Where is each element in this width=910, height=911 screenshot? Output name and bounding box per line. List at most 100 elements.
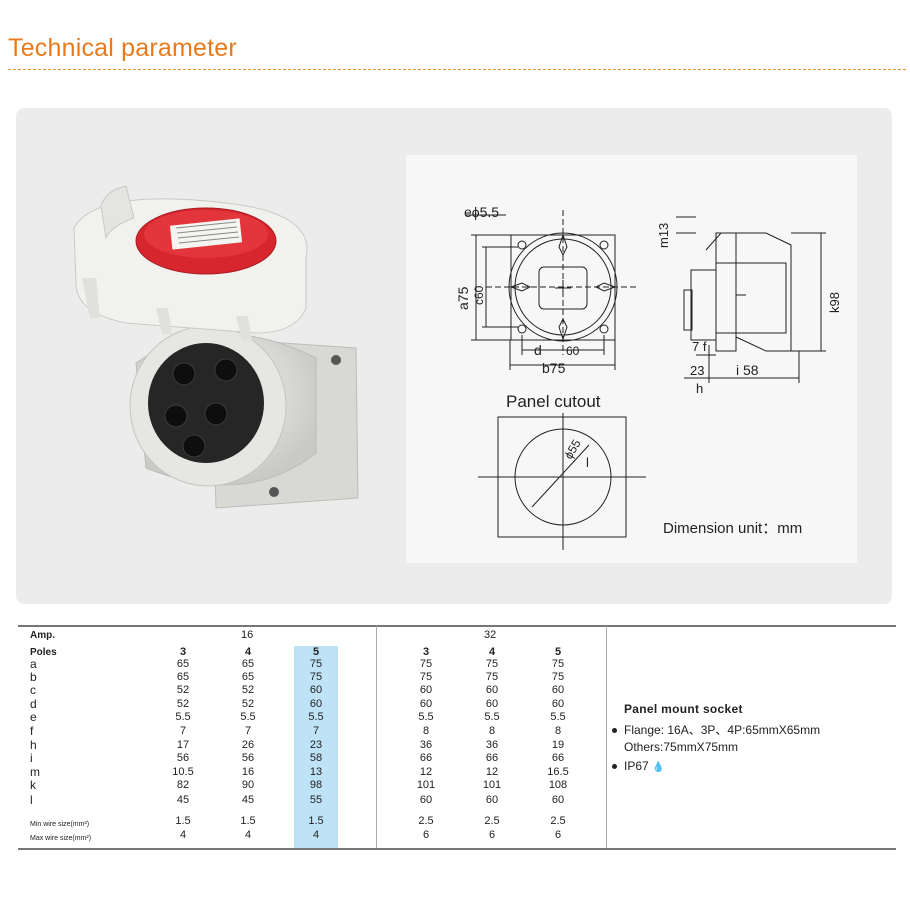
- table-cell: 56: [176, 752, 190, 764]
- pole-header: 4: [244, 646, 252, 658]
- table-cell: 16.5: [547, 766, 569, 778]
- table-cell: 52: [241, 684, 255, 696]
- pole-header: 4: [488, 646, 496, 658]
- poles-label: Poles: [30, 647, 57, 658]
- table-cell: 12: [485, 766, 499, 778]
- table-cell: 8: [488, 725, 496, 737]
- table-cell: 12: [419, 766, 433, 778]
- table-cell: 5.5: [240, 711, 256, 723]
- table-cell: 60: [419, 698, 433, 710]
- table-cell: 65: [241, 671, 255, 683]
- table-cell: 10.5: [172, 766, 194, 778]
- table-cell: 16: [241, 766, 255, 778]
- dim-a: a75: [455, 286, 471, 310]
- spec-block: Panel mount socket Flange: 16A、3P、4P:65m…: [612, 702, 892, 776]
- table-cell: 6: [554, 829, 562, 841]
- table-cell: 36: [419, 739, 433, 751]
- bullet-icon: [612, 728, 617, 733]
- table-cell: 52: [176, 684, 190, 696]
- row-label: f: [30, 724, 34, 738]
- spec-others: Others:75mmX75mm: [612, 739, 892, 756]
- table-cell: 75: [485, 658, 499, 670]
- table-cell: 1.5: [240, 815, 256, 827]
- table-cell: 101: [482, 779, 502, 791]
- table-cell: 56: [241, 752, 255, 764]
- row-label: c: [30, 683, 36, 697]
- table-cell: 13: [309, 766, 323, 778]
- table-cell: 7: [179, 725, 187, 737]
- table-top-rule: [18, 625, 896, 627]
- table-cell: 52: [176, 698, 190, 710]
- table-cell: 66: [551, 752, 565, 764]
- dim-d-value: 60: [566, 344, 580, 358]
- table-cell: 5.5: [484, 711, 500, 723]
- row-label: m: [30, 765, 40, 779]
- table-cell: 60: [309, 698, 323, 710]
- dim-i: i 58: [736, 362, 759, 378]
- spec-ip: IP67 💧: [612, 758, 892, 776]
- table-cell: 1.5: [175, 815, 191, 827]
- table-cell: 66: [485, 752, 499, 764]
- table-cell: 26: [241, 739, 255, 751]
- table-cell: 2.5: [484, 815, 500, 827]
- table-cell: 65: [176, 671, 190, 683]
- water-drop-icon: 💧: [652, 762, 665, 773]
- row-label: e: [30, 710, 37, 724]
- dim-h: h: [696, 381, 703, 396]
- table-cell: 6: [488, 829, 496, 841]
- table-cell: 5.5: [550, 711, 566, 723]
- table-cell: 5.5: [175, 711, 191, 723]
- dim-h-value: 23: [690, 363, 704, 378]
- table-cell: 98: [309, 779, 323, 791]
- table-cell: 19: [551, 739, 565, 751]
- amp-16: 16: [241, 629, 254, 641]
- dimension-drawing: eϕ5.5 a75 c60 d 60 b75 m13 k98 7 f 23 h …: [406, 155, 857, 563]
- pole-header: 5: [312, 646, 320, 658]
- table-cell: 60: [485, 794, 499, 806]
- table-cell: 60: [551, 794, 565, 806]
- highlight-column: [294, 646, 338, 848]
- table-cell: 58: [309, 752, 323, 764]
- column-divider: [376, 626, 377, 848]
- table-cell: 4: [244, 829, 252, 841]
- bullet-icon: [612, 764, 617, 769]
- table-cell: 60: [309, 684, 323, 696]
- panel-cutout-title: Panel cutout: [506, 392, 601, 411]
- page-title: Technical parameter: [8, 34, 237, 62]
- table-cell: 2.5: [418, 815, 434, 827]
- table-cell: 75: [551, 658, 565, 670]
- table-cell: 75: [419, 671, 433, 683]
- spec-flange-text: Flange: 16A、3P、4P:65mmX65mm: [624, 723, 821, 737]
- row-label: b: [30, 670, 37, 684]
- product-image: [16, 108, 406, 604]
- table-cell: 101: [416, 779, 436, 791]
- table-cell: 60: [419, 684, 433, 696]
- table-cell: 7: [312, 725, 320, 737]
- table-cell: 7: [244, 725, 252, 737]
- table-cell: 55: [309, 794, 323, 806]
- table-cell: 8: [422, 725, 430, 737]
- table-cell: 60: [551, 684, 565, 696]
- table-cell: 52: [241, 698, 255, 710]
- table-cell: 75: [309, 658, 323, 670]
- table-cell: 60: [485, 684, 499, 696]
- table-cell: 60: [551, 698, 565, 710]
- dim-b: b75: [542, 360, 566, 376]
- table-cell: 1.5: [308, 815, 324, 827]
- dim-d: d: [534, 342, 542, 358]
- dim-e: eϕ5.5: [464, 204, 499, 220]
- table-cell: 45: [241, 794, 255, 806]
- table-cell: 5.5: [418, 711, 434, 723]
- table-cell: 82: [176, 779, 190, 791]
- dim-cutout-diameter: ϕ55: [561, 437, 583, 462]
- table-cell: 60: [485, 698, 499, 710]
- row-label: d: [30, 697, 37, 711]
- dim-f: 7 f: [692, 339, 707, 354]
- table-bottom-rule: [18, 848, 896, 850]
- dim-c: c60: [472, 285, 486, 305]
- pole-header: 3: [422, 646, 430, 658]
- table-cell: 36: [485, 739, 499, 751]
- table-cell: 2.5: [550, 815, 566, 827]
- table-cell: 23: [309, 739, 323, 751]
- row-label: i: [30, 751, 33, 765]
